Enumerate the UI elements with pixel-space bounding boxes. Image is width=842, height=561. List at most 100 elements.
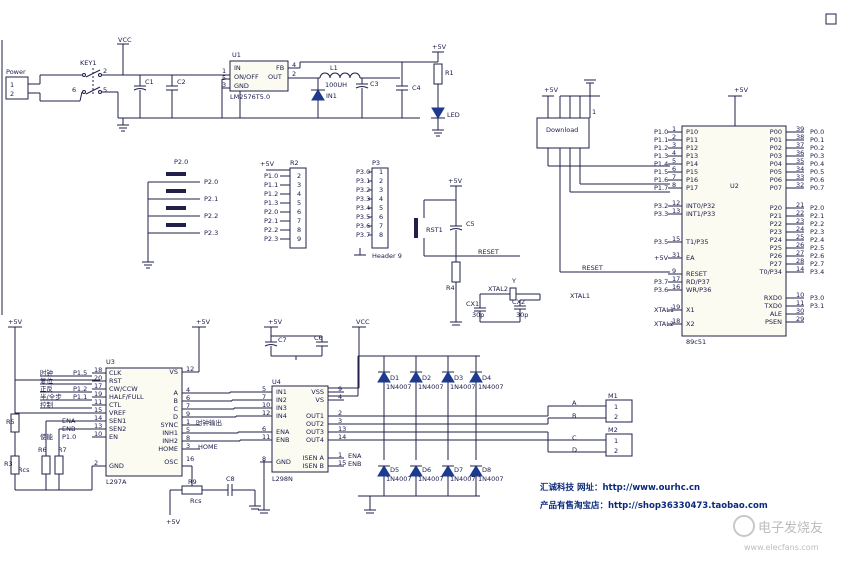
u3-ref: U3: [106, 358, 115, 366]
key1-switch: KEY1 6 5 2: [72, 59, 119, 118]
u3-plus5v-label: +5V: [8, 318, 23, 326]
u2-right-pin-20: PSEN: [765, 318, 782, 326]
u2-left-pin-4: P14: [686, 160, 698, 168]
r6-label: R6: [38, 446, 47, 454]
u3-left-netp-2: P1.2: [73, 385, 87, 393]
r2-net-7: P2.3: [264, 235, 278, 243]
p3-ref: P3: [372, 159, 380, 167]
u2-left-num-0: 1: [672, 125, 676, 133]
c6-label: C6: [314, 334, 323, 342]
u2-left-pin-3: P13: [686, 152, 698, 160]
diode-d7-part: 1N4007: [450, 475, 476, 483]
u3-right-num-1: 4: [186, 386, 190, 394]
u2-right-num-7: 32: [796, 181, 804, 189]
u3-left-net-0: 时钟: [40, 368, 54, 377]
c3-label: C3: [370, 80, 379, 88]
u2-left-num-6: 7: [672, 173, 676, 181]
u4-vcc-label: VCC: [356, 318, 370, 326]
p3-pin-6: 6: [379, 213, 383, 221]
u3-left-net-4: 控制: [40, 400, 54, 409]
u3-right-pin-3: C: [173, 405, 178, 413]
r5-label: R5: [6, 418, 15, 426]
download-name: Download: [546, 126, 578, 134]
u3-right-pin-1: A: [174, 389, 179, 397]
u2-right-num-5: 34: [796, 165, 804, 173]
u2-right-net-5: P0.5: [810, 168, 824, 176]
u2-part: 89c51: [686, 338, 706, 346]
m2-net-d: D: [572, 446, 577, 454]
p2-button-1: P2.1: [148, 189, 218, 203]
u2-right-net-12: P2.4: [810, 236, 824, 244]
y-label: Y: [511, 277, 516, 285]
power-connector: Power 1 2: [5, 68, 80, 102]
u2-right-pin-5: P05: [770, 168, 782, 176]
diode-d5-part: 1N4007: [386, 475, 412, 483]
clock-out-label: 时钟输出: [196, 418, 222, 427]
p3-net-7: P3.7: [356, 231, 370, 239]
u2-left-pin-9: INT1/P33: [686, 210, 715, 218]
m2-pin-2: 2: [614, 447, 618, 455]
u1-pin-out: OUT: [268, 73, 282, 81]
u2-left-pin-16: X2: [686, 320, 695, 328]
u2-left-num-10: 15: [672, 235, 680, 243]
r2-net-1: P1.1: [264, 181, 278, 189]
led: LED: [431, 107, 460, 137]
u2-left-net-3: P1.3: [654, 152, 668, 160]
capacitor-c4: C4: [396, 62, 421, 118]
r2-pin-3: 4: [297, 190, 301, 198]
u2-right-net-10: P2.2: [810, 220, 824, 228]
u2-right-net-15: P2.7: [810, 260, 824, 268]
u3-right-pin-9: OSC: [164, 458, 178, 466]
u1-num-3: 3: [222, 81, 226, 89]
u3-right-num-7: 8: [186, 434, 190, 442]
u4-left-pin-2: IN3: [276, 404, 287, 412]
p3-net-2: P3.2: [356, 186, 370, 194]
u4-left-pin-1: IN2: [276, 396, 287, 404]
u2-left-num-15: 19: [672, 303, 680, 311]
u2-left-num-8: 12: [672, 199, 680, 207]
m2-ref: M2: [608, 426, 618, 434]
p3-pin-5: 5: [379, 204, 383, 212]
u3-left-pin-2: CW/CCW: [109, 385, 138, 393]
home-label: HOME: [198, 443, 218, 451]
p3-net-1: P3.1: [356, 177, 370, 185]
in1-label: IN1: [326, 92, 337, 100]
motor-m2: M2 1 2 C D: [572, 426, 633, 457]
u4-plus5v-label: +5V: [268, 318, 283, 326]
m2-net-c: C: [572, 434, 577, 442]
u2-right-net-0: P0.0: [810, 128, 824, 136]
diode-d5-ref: D5: [390, 466, 399, 474]
u2-right-net-1: P0.1: [810, 136, 824, 144]
u2-right-num-2: 37: [796, 141, 804, 149]
u2-left-net-15: XTAL1: [654, 306, 674, 314]
u4-right-pin-1: VS: [315, 396, 324, 404]
rcs-label-2: Rcs: [190, 497, 202, 505]
u3-right-pin-0: VS: [169, 368, 178, 376]
download-header: +5V Download 1 RESET: [536, 79, 670, 273]
u2-left-pin-14: WR/P36: [686, 286, 711, 294]
u3-left-pin-4: CTL: [109, 401, 122, 409]
u2-right-num-6: 33: [796, 173, 804, 181]
u3-left-pin-8: EN: [109, 433, 118, 441]
u3-left-num-8: 10: [94, 430, 102, 438]
u2-right-num-19: 30: [796, 307, 804, 315]
u4-left-num-5: 11: [262, 433, 270, 441]
u3-left-num-5: 15: [94, 406, 102, 414]
r2-net-3: P1.3: [264, 199, 278, 207]
u1-pin-gnd: GND: [234, 82, 249, 90]
vcc-label: VCC: [118, 36, 132, 44]
cx1-value: 30p: [472, 311, 484, 319]
r3-label: R3: [4, 460, 13, 468]
diode-d1-part: 1N4007: [386, 383, 412, 391]
u2-left-net-16: XTAL2: [654, 320, 674, 328]
u2-right-num-20: 29: [796, 315, 804, 323]
u4-right-pin-5: OUT4: [306, 436, 324, 444]
u3-left-num-3: 19: [94, 390, 102, 398]
u2-right-net-18: P3.1: [810, 302, 824, 310]
cx1-label: CX1: [466, 300, 479, 308]
c1-label: C1: [145, 78, 154, 86]
